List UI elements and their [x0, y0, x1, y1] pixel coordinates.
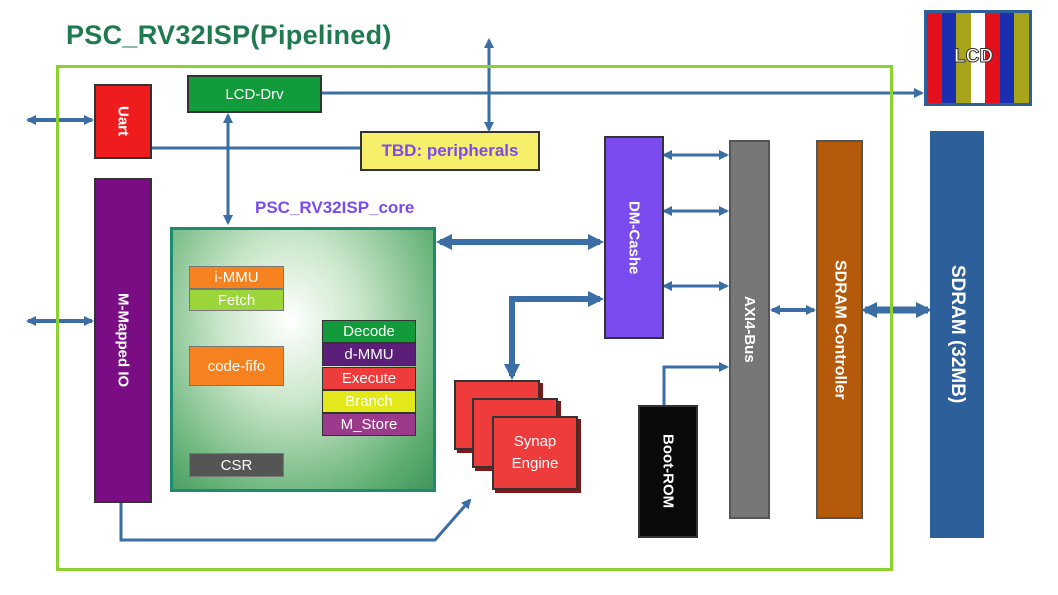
sdram-block: SDRAM (32MB) [930, 131, 984, 538]
branch-stage: Branch [322, 390, 416, 413]
uart-label: Uart [114, 106, 132, 137]
axi4-bus-block: AXI4-Bus [729, 140, 770, 519]
diagram-title: PSC_RV32ISP(Pipelined) [66, 20, 392, 50]
fetch-block: Fetch [189, 289, 284, 311]
mmio-synap-arrow [119, 498, 472, 542]
csr-block: CSR [189, 453, 284, 477]
execute-label: Execute [341, 370, 397, 387]
mstore-stage: M_Store [322, 413, 416, 436]
execute-stage: Execute [322, 367, 416, 390]
lcd-stripe [985, 13, 1000, 103]
axi4-bus-label: AXI4-Bus [741, 296, 758, 363]
code-fifo-block: code-fifo [189, 346, 284, 386]
sdram-controller-block: SDRAM Controller [816, 140, 863, 519]
csr-label: CSR [220, 456, 253, 474]
mstore-label: M_Store [340, 416, 398, 433]
lcd-stripe [927, 13, 942, 103]
fetch-label: Fetch [217, 291, 256, 309]
decode-label: Decode [343, 323, 395, 340]
dmmu-stage: d-MMU [322, 343, 416, 366]
boot-rom-block: Boot-ROM [638, 405, 698, 538]
boot-rom-label: Boot-ROM [659, 434, 677, 509]
dmmu-label: d-MMU [344, 346, 394, 363]
synap-engine-label: Synap Engine [511, 433, 559, 472]
lcd-display [924, 10, 1032, 106]
dm-cache-label: DM-Cashe [625, 200, 643, 275]
sdram-label: SDRAM (32MB) [947, 265, 968, 404]
synap-engine-block: Synap Engine [492, 416, 578, 490]
decode-stage: Decode [322, 320, 416, 343]
tbd-peripherals-block: TBD: peripherals [360, 131, 540, 171]
lcd-stripe [999, 13, 1015, 103]
uart-block: Uart [94, 84, 152, 159]
dm-cache-block: DM-Cashe [604, 136, 664, 339]
immu-block: i-MMU [189, 266, 284, 289]
lcd-stripe [1014, 13, 1030, 103]
mmio-label: M-Mapped IO [114, 293, 132, 388]
mmio-block: M-Mapped IO [94, 178, 152, 503]
tbd-label: TBD: peripherals [381, 141, 519, 160]
lcd-stripe [941, 13, 957, 103]
synap-dmcache-arrow [504, 291, 604, 380]
core-title: PSC_RV32ISP_core [255, 198, 415, 217]
immu-label: i-MMU [214, 269, 259, 286]
sdram-controller-label: SDRAM Controller [831, 259, 849, 400]
lcd-stripe [970, 13, 986, 103]
lcd-drv-block: LCD-Drv [187, 75, 322, 113]
soc-boundary [56, 65, 893, 571]
branch-label: Branch [345, 393, 393, 410]
lcd-stripe [956, 13, 971, 103]
bootrom-axi-arrow [662, 362, 729, 405]
lcd-label: LCD [953, 46, 994, 68]
code-fifo-label: code-fifo [207, 357, 266, 375]
lcd-drv-label: LCD-Drv [225, 85, 284, 103]
